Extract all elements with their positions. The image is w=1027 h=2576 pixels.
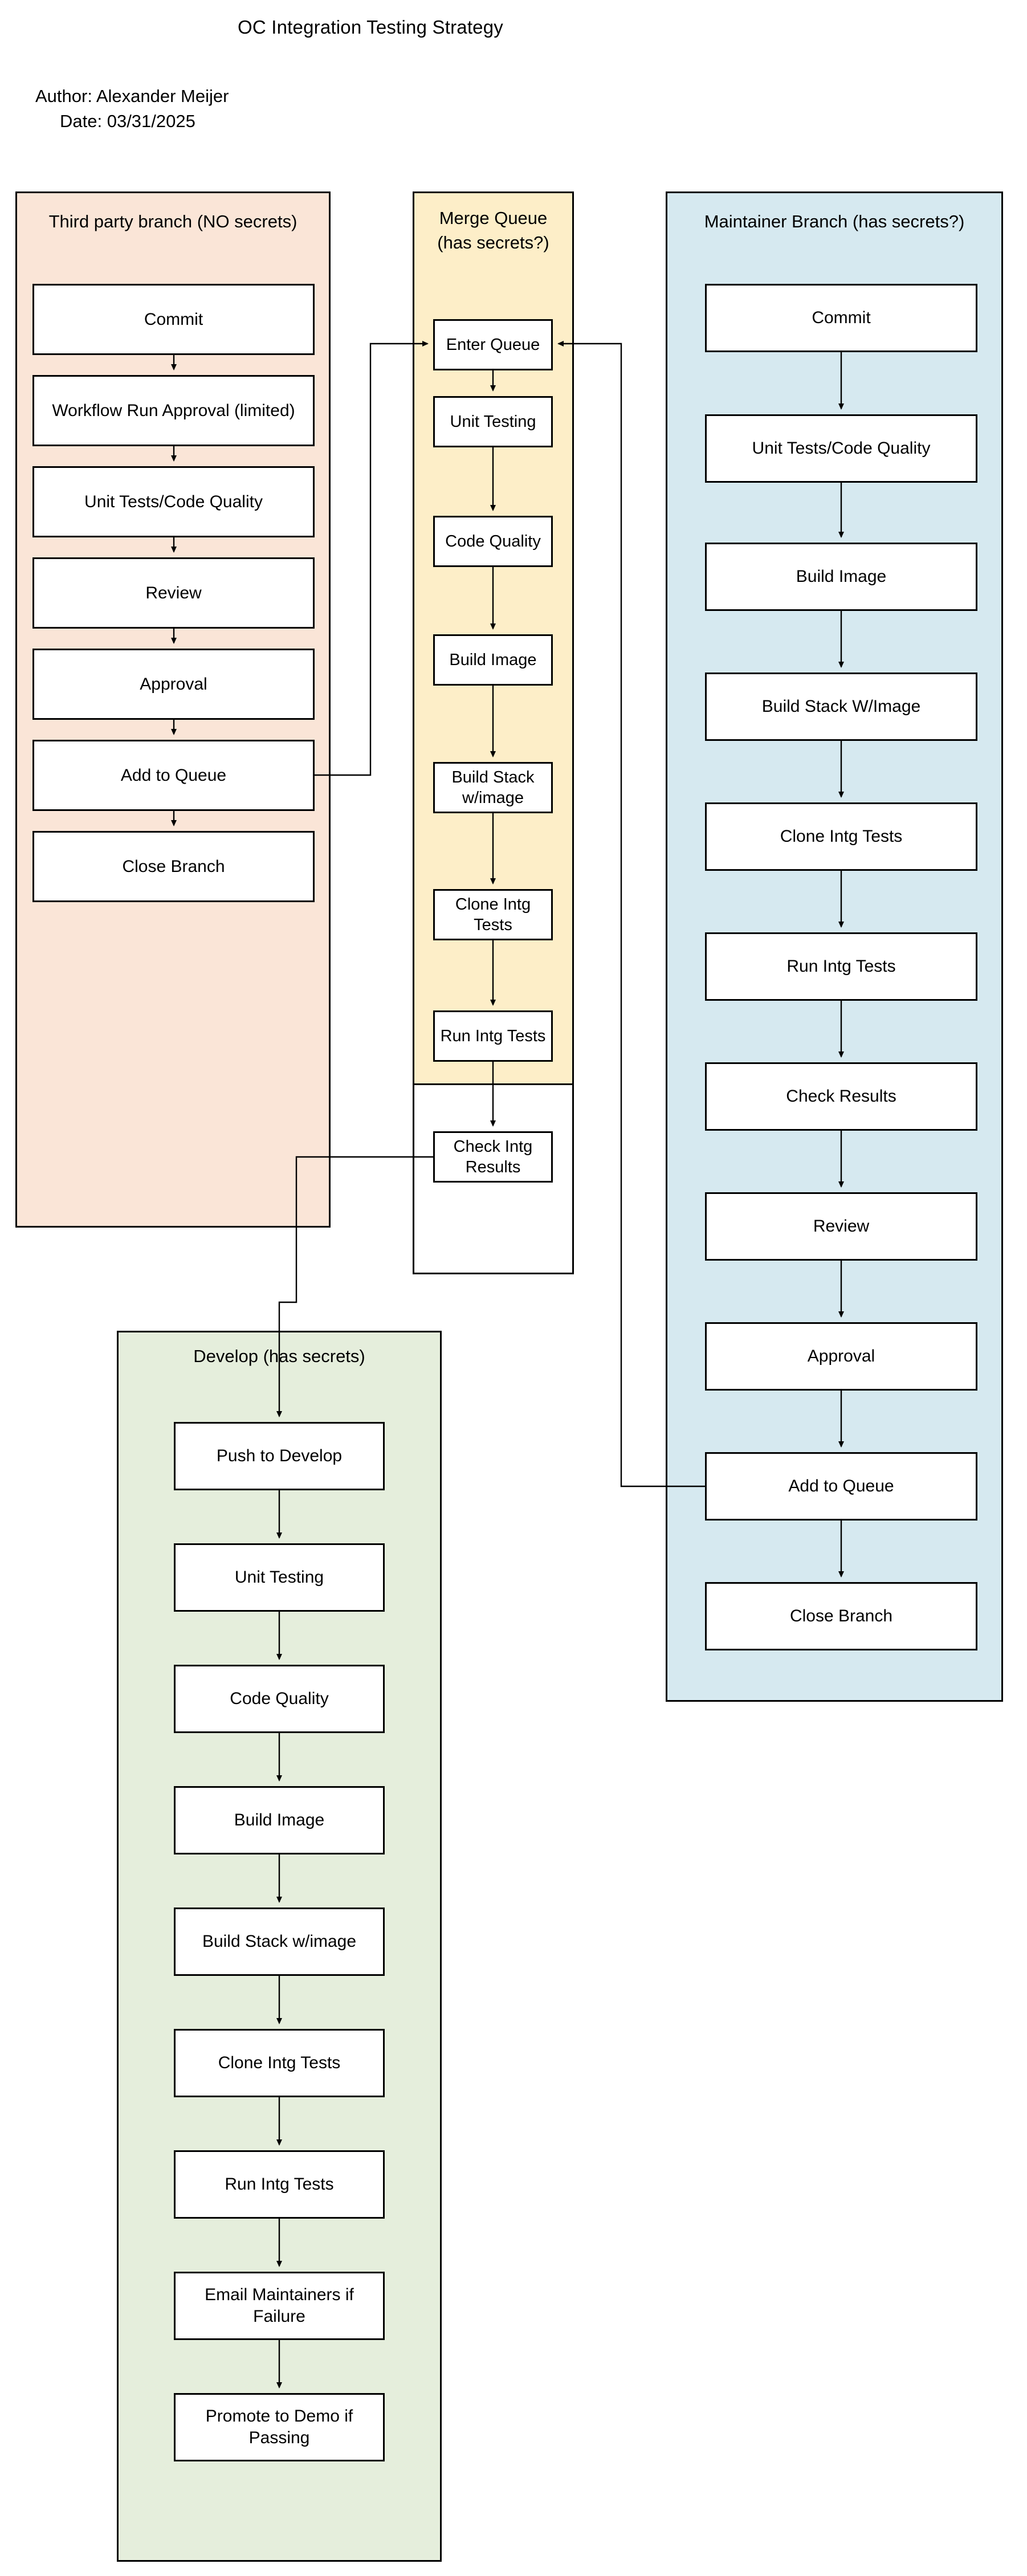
node-mb-unit-tests-code-quality[interactable]: Unit Tests/Code Quality [705,414,977,483]
node-tp-review[interactable]: Review [32,557,315,629]
node-mb-build-image[interactable]: Build Image [705,543,977,611]
lane-title-maintainer: Maintainer Branch (has secrets?) [704,211,965,231]
node-mq-build-image[interactable]: Build Image [433,634,553,686]
node-dev-unit-testing[interactable]: Unit Testing [174,1543,385,1612]
lane-title-develop: Develop (has secrets) [193,1346,365,1366]
node-dev-email-maintainers-if-failure[interactable]: Email Maintainers if Failure [174,2272,385,2340]
lane-title-merge-queue: Merge Queue (has secrets?) [437,208,549,252]
link-tp-addqueue-to-enterqueue [315,341,429,776]
node-dev-promote-to-demo-if-passing[interactable]: Promote to Demo if Passing [174,2393,385,2461]
node-dev-clone-intg-tests[interactable]: Clone Intg Tests [174,2029,385,2097]
node-mb-check-results[interactable]: Check Results [705,1062,977,1131]
author-label: Author: Alexander Meijer [35,86,229,106]
date-label: Date: 03/31/2025 [60,111,195,131]
node-dev-build-stack-w-image[interactable]: Build Stack w/image [174,1907,385,1976]
node-mb-run-intg-tests[interactable]: Run Intg Tests [705,932,977,1001]
node-tp-add-to-queue[interactable]: Add to Queue [32,740,315,811]
node-mq-code-quality[interactable]: Code Quality [433,516,553,567]
node-tp-approval[interactable]: Approval [32,649,315,720]
node-tp-commit[interactable]: Commit [32,284,315,355]
node-tp-close-branch[interactable]: Close Branch [32,831,315,902]
node-mq-build-stack-w-image[interactable]: Build Stack w/image [433,762,553,813]
node-mq-check-intg-results[interactable]: Check Intg Results [433,1131,553,1183]
node-mb-review[interactable]: Review [705,1192,977,1261]
node-dev-code-quality[interactable]: Code Quality [174,1665,385,1733]
node-mq-run-intg-tests[interactable]: Run Intg Tests [433,1010,553,1062]
lane-title-third-party: Third party branch (NO secrets) [48,211,297,231]
node-tp-unit-tests-code-quality[interactable]: Unit Tests/Code Quality [32,466,315,537]
node-mb-build-stack-w-image[interactable]: Build Stack W/Image [705,672,977,741]
lane-merge-queue-body [413,191,574,1274]
node-mq-unit-testing[interactable]: Unit Testing [433,396,553,447]
node-mb-clone-intg-tests[interactable]: Clone Intg Tests [705,802,977,871]
node-dev-run-intg-tests[interactable]: Run Intg Tests [174,2150,385,2219]
page-title: OC Integration Testing Strategy [237,17,503,38]
node-dev-push-to-develop[interactable]: Push to Develop [174,1422,385,1490]
node-mq-enter-queue[interactable]: Enter Queue [433,319,553,370]
node-mb-close-branch[interactable]: Close Branch [705,1582,977,1650]
node-mq-clone-intg-tests[interactable]: Clone Intg Tests [433,889,553,940]
node-mb-commit[interactable]: Commit [705,284,977,352]
node-mb-approval[interactable]: Approval [705,1322,977,1391]
node-mb-add-to-queue[interactable]: Add to Queue [705,1452,977,1521]
node-dev-build-image[interactable]: Build Image [174,1786,385,1854]
node-tp-workflow-run-approval[interactable]: Workflow Run Approval (limited) [32,375,315,446]
